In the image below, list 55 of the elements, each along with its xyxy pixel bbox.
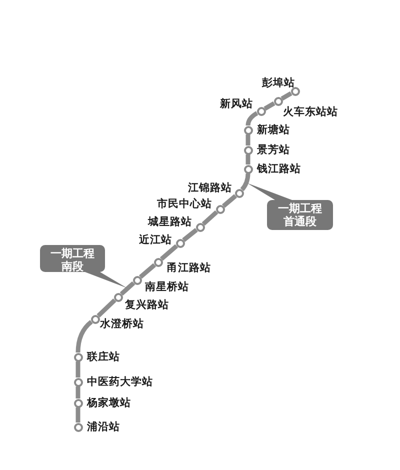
station-label: 联庄站 [87,351,120,363]
station-label: 火车东站站 [283,106,338,118]
callout-text: 一期工程首通段 [277,202,323,228]
station-circle [196,222,204,232]
station-circle [244,164,252,174]
station-circle [74,378,82,386]
station-label: 南星桥站 [145,281,189,293]
rail-line [280,91,292,101]
station-circle [176,238,184,248]
station-label: 甬江路站 [167,262,211,274]
station-label: 彭埠站 [262,77,295,89]
rail-line [246,111,258,126]
station-label: 杨家墩站 [87,397,131,409]
station-circle [74,398,82,408]
station-label: 近江站 [139,234,172,246]
rail-line [76,320,93,353]
station-circle [244,146,252,154]
rail-line [76,362,80,378]
rail-line [264,101,276,111]
rail-line [182,228,198,242]
station-label: 中医药大学站 [87,376,153,388]
rail-line [246,134,250,146]
station-circle [74,422,82,432]
station-circle [74,352,82,362]
station-circle [90,314,100,324]
station-label: 新风站 [220,98,253,110]
rail-line [240,173,250,192]
station-label: 新塘站 [257,124,290,136]
station-circle [154,258,162,266]
station-label: 钱江路站 [257,163,301,175]
station-circle [274,96,282,106]
rail-line [120,281,136,296]
station-label: 复兴路站 [125,299,169,311]
station-circle [234,188,244,198]
rail-line [76,386,80,398]
station-label: 城星路站 [148,216,192,228]
station-circle [244,126,252,134]
callout-text: 一期工程南段 [50,247,96,273]
rail-line [96,298,116,318]
station-circle [216,204,224,214]
rail-line [160,244,178,261]
station-label: 江锦路站 [188,182,232,194]
station-label: 水澄桥站 [100,318,144,330]
station-label: 市民中心站 [157,198,212,210]
rail-line [202,210,218,226]
station-circle [256,106,266,116]
rail-line [246,154,250,164]
station-label: 景芳站 [257,144,290,156]
station-circle [132,276,142,284]
station-label: 浦沿站 [87,421,120,433]
rail-line [222,194,237,208]
station-circle [290,86,300,96]
station-circle [114,292,122,302]
rail-line [138,263,156,279]
rail-line [76,408,80,422]
